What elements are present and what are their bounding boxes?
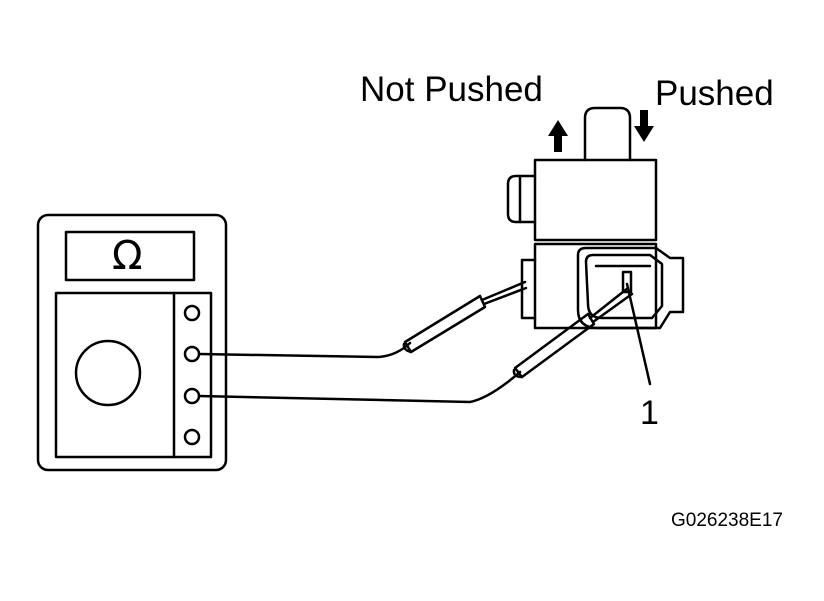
meter-body — [36, 213, 228, 472]
test-lead-wire-lower — [197, 370, 522, 404]
switch-lower-body — [533, 242, 658, 330]
switch-connector — [576, 246, 685, 330]
meter-terminal-4[interactable] — [183, 428, 201, 446]
switch-terminal-pin[interactable] — [621, 270, 633, 294]
meter-display — [64, 230, 196, 282]
meter-face — [54, 291, 213, 459]
callout-number: 1 — [640, 394, 659, 432]
switch-upper-body — [533, 158, 658, 242]
switch-assembly — [506, 106, 685, 386]
ohm-symbol: Ω — [112, 233, 143, 279]
figure-code: G026238E17 — [671, 510, 783, 531]
meter-terminal-2[interactable] — [183, 345, 201, 363]
meter-dial[interactable] — [74, 339, 142, 407]
test-leads — [197, 280, 634, 404]
switch-connector-inner — [584, 253, 664, 320]
switch-side-nub — [506, 174, 537, 224]
test-lead-wire-upper — [197, 341, 412, 359]
test-probe-upper[interactable] — [402, 280, 528, 354]
callout-leader — [625, 282, 652, 386]
meter-terminal-3[interactable] — [183, 387, 201, 405]
switch-plunger[interactable] — [583, 106, 632, 162]
switch-left-terminal — [520, 258, 537, 320]
label-not-pushed: Not Pushed — [360, 70, 543, 109]
test-probe-lower[interactable] — [512, 286, 634, 379]
meter-terminal-1[interactable] — [183, 304, 201, 322]
down-arrow-icon — [634, 110, 654, 142]
label-pushed: Pushed — [655, 74, 774, 113]
up-arrow-icon — [548, 120, 568, 152]
multimeter — [36, 213, 228, 472]
